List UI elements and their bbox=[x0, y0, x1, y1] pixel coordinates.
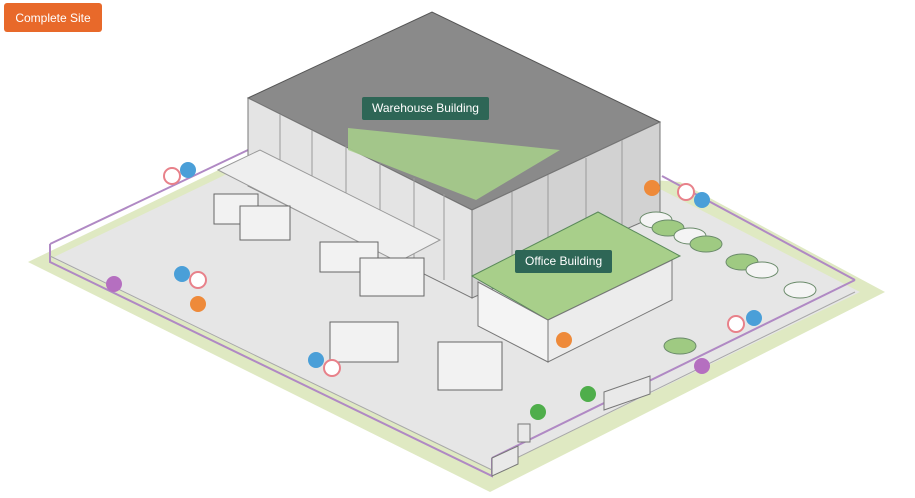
barrier-sensor-icon bbox=[694, 192, 710, 208]
gates bbox=[491, 375, 651, 477]
fence-sensor-icon bbox=[106, 276, 122, 292]
beam-sensor-icon bbox=[556, 332, 572, 348]
camera-icon bbox=[189, 271, 207, 289]
barrier-sensor-icon bbox=[746, 310, 762, 326]
barrier-sensor-icon bbox=[174, 266, 190, 282]
camera-icon bbox=[163, 167, 181, 185]
security-markers bbox=[106, 162, 762, 420]
warehouse-label[interactable]: Warehouse Building bbox=[362, 97, 489, 120]
beam-sensor-icon bbox=[644, 180, 660, 196]
camera-icon bbox=[677, 183, 695, 201]
office-label[interactable]: Office Building bbox=[515, 250, 613, 273]
trucks bbox=[213, 193, 503, 391]
fence-posts bbox=[49, 255, 856, 471]
camera-icon bbox=[727, 315, 745, 333]
gate-sensor-icon bbox=[530, 404, 546, 420]
gate-sensor-icon bbox=[580, 386, 596, 402]
barrier-sensor-icon bbox=[180, 162, 196, 178]
fence-sensor-icon bbox=[694, 358, 710, 374]
barrier-sensor-icon bbox=[308, 352, 324, 368]
complete-site-button[interactable]: Complete Site bbox=[4, 3, 102, 32]
parked-cars bbox=[639, 211, 817, 355]
beam-sensor-icon bbox=[190, 296, 206, 312]
camera-icon bbox=[323, 359, 341, 377]
